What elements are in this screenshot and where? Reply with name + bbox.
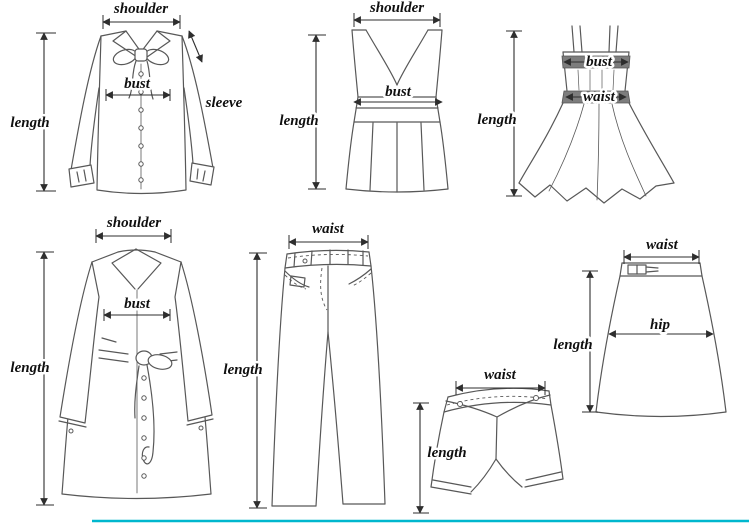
skirt-waist-label: waist [646,237,679,253]
shorts-outline [430,387,564,495]
skirt-diagram: waist hip length [551,235,727,418]
shorts-waist-label: waist [484,367,517,383]
dress-diagram: bust waist length [475,25,675,204]
coat-outline [58,248,214,500]
blouse-outline [68,30,215,195]
tank-outline [345,29,449,193]
blouse-shoulder-label: shoulder [113,1,168,17]
dress-outline [518,25,675,204]
dress-length-label: length [477,112,516,128]
pants-outline [271,249,386,507]
coat-diagram: shoulder length bust [8,213,214,506]
blouse-diagram: shoulder length bust sleeve [8,0,245,195]
shorts-length-label: length [427,445,466,461]
blouse-sleeve-label: sleeve [205,95,243,111]
blouse-sleeve-arrow [188,30,203,63]
tank-diagram: shoulder length bust [277,0,449,193]
shorts-diagram: waist length [413,365,564,514]
blouse-bust-label: bust [124,76,151,92]
coat-length-label: length [10,360,49,376]
coat-bust-label: bust [124,296,151,312]
tank-bust-label: bust [385,84,412,100]
pants-waist-label: waist [312,221,345,237]
dress-bust-label: bust [586,54,613,70]
skirt-hip-label: hip [650,317,671,333]
pants-length-label: length [223,362,262,378]
tank-shoulder-label: shoulder [369,0,424,16]
blouse-length-label: length [10,115,49,131]
tank-length-label: length [279,113,318,129]
skirt-outline [595,262,727,418]
coat-shoulder-label: shoulder [106,215,161,231]
skirt-length-label: length [553,337,592,353]
pants-diagram: waist length [221,219,386,509]
dress-waist-label: waist [583,89,616,105]
